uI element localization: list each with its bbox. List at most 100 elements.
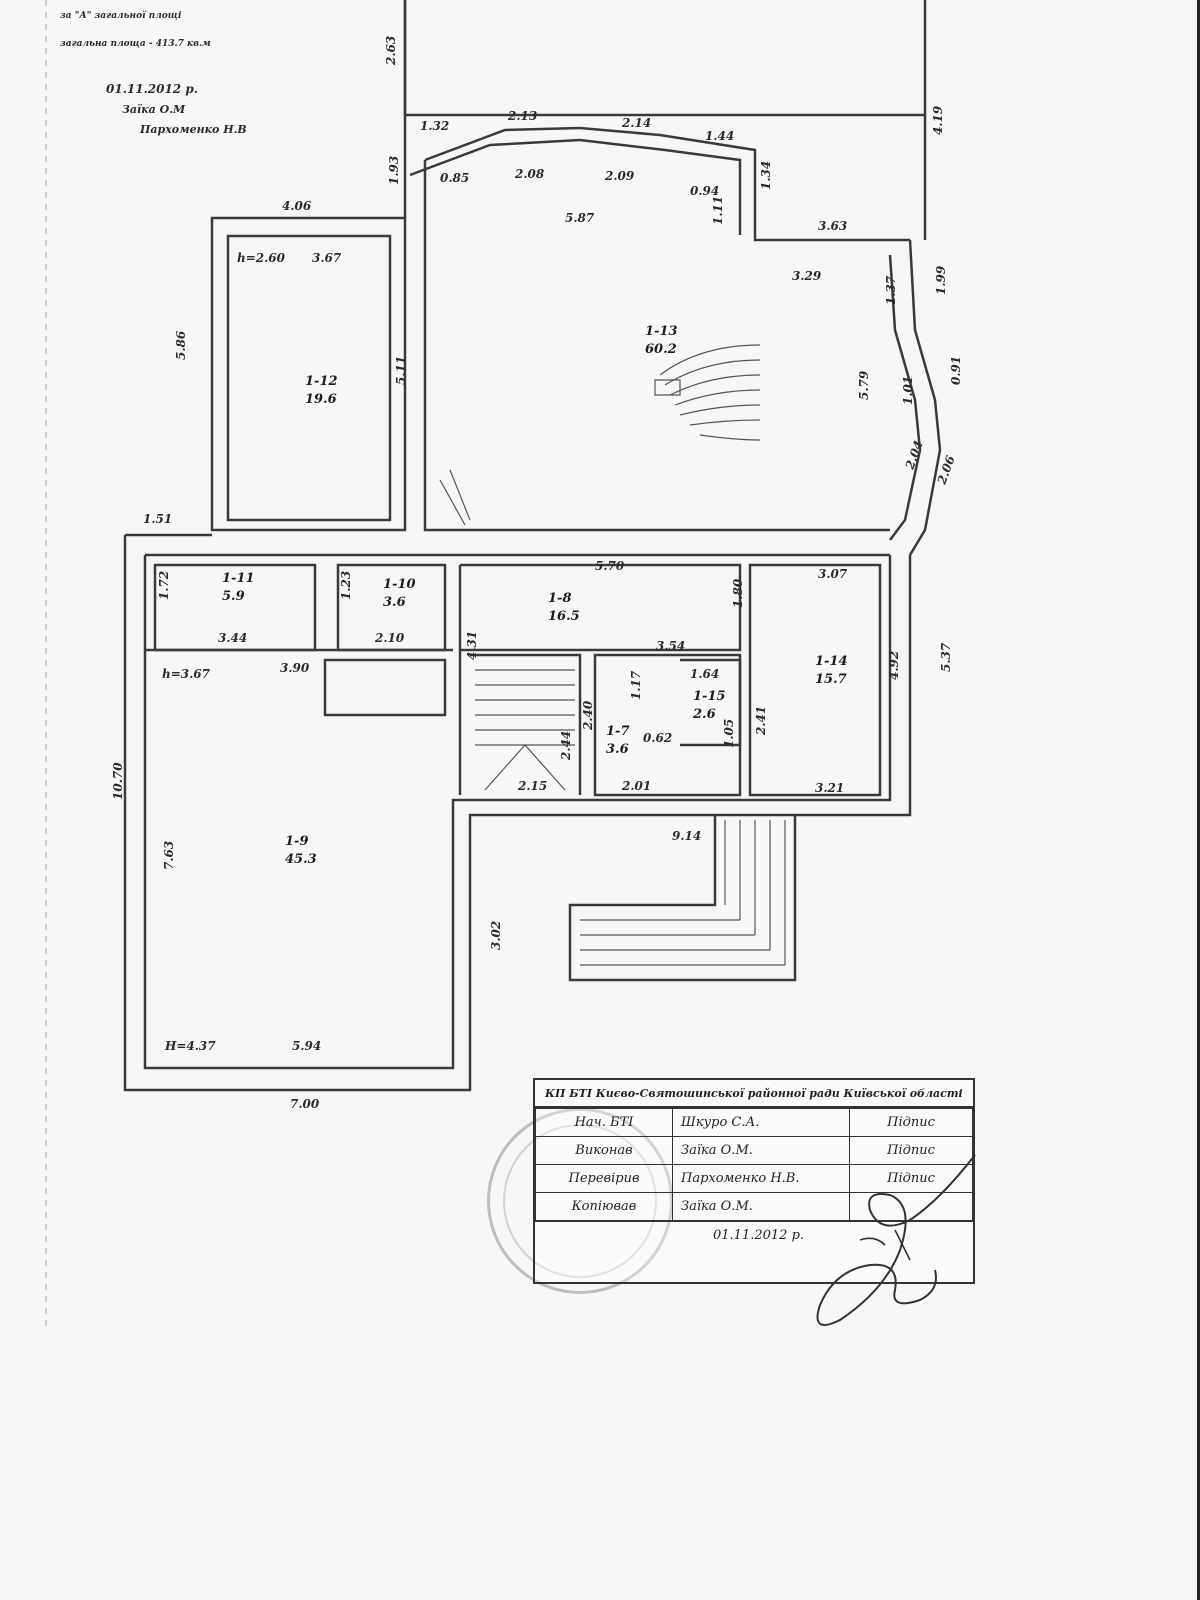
- room-area: 2.6: [692, 707, 716, 722]
- header-notes: за "А" загальної площі загальна площа - …: [60, 10, 247, 136]
- room-id: 1-11: [222, 571, 255, 586]
- table-row: Перевірив Пархоменко Н.В. Підпис: [535, 1164, 973, 1193]
- table-row: Нач. БТІ Шкуро С.А. Підпис: [535, 1108, 973, 1137]
- room-id: 1-8: [548, 591, 572, 606]
- dimension-label: 3.02: [489, 921, 503, 950]
- room-id: 1-7: [606, 724, 630, 739]
- name-cell: Пархоменко Н.В.: [672, 1164, 850, 1193]
- dimension-label: 3.07: [818, 567, 848, 581]
- name-cell: Шкуро С.А.: [672, 1108, 850, 1137]
- dimension-label: 5.37: [939, 642, 953, 672]
- dimension-labels: 2.63 1.32 2.13 2.14 1.44 4.19 1.93 0.85 2.08 2.09…: [111, 36, 963, 1111]
- room-area: 16.5: [548, 609, 580, 624]
- dimension-label: 3.29: [792, 269, 822, 283]
- dimension-label: 5.86: [174, 330, 188, 360]
- dimension-label: 1.05: [722, 719, 736, 748]
- title-block: КП БТІ Києво-Святошинської районної ради…: [533, 1078, 975, 1284]
- dimension-label: 5.94: [292, 1039, 321, 1053]
- dimension-label: 4.06: [282, 199, 312, 213]
- room-id: 1-10: [383, 577, 416, 592]
- dimension-label: 2.09: [604, 169, 635, 183]
- role-cell: Нач. БТІ: [535, 1108, 673, 1137]
- dimension-label: 2.10: [374, 631, 405, 645]
- dimension-label: 5.70: [595, 559, 625, 573]
- dimension-label: 0.91: [949, 356, 963, 385]
- dimension-label: 1.11: [711, 196, 725, 225]
- dimension-label: 2.40: [581, 700, 595, 731]
- dimension-label: 0.62: [643, 731, 672, 745]
- room-id: 1-12: [305, 374, 338, 389]
- dimension-label: 0.85: [440, 171, 469, 185]
- room-area: 5.9: [222, 589, 245, 604]
- title-block-header: КП БТІ Києво-Святошинської районної ради…: [535, 1080, 973, 1108]
- dimension-label: 10.70: [111, 762, 125, 800]
- dimension-label: 2.63: [384, 36, 398, 66]
- title-block-table: Нач. БТІ Шкуро С.А. Підпис Виконав Заїка…: [535, 1108, 973, 1221]
- name-cell: Заїка О.М.: [672, 1192, 850, 1221]
- signature: [816, 1154, 976, 1326]
- dimension-label: 2.44: [559, 731, 573, 761]
- stair-treads: [439, 344, 786, 966]
- dimension-label: 2.14: [621, 116, 651, 130]
- title-block-date: 01.11.2012 р.: [535, 1221, 973, 1253]
- header-name-1: Заїка О.М: [122, 103, 186, 116]
- sign-cell: Підпис: [849, 1108, 973, 1137]
- dimension-label: 5.11: [394, 356, 408, 385]
- table-row: Копіював Заїка О.М.: [535, 1192, 973, 1221]
- dimension-label: 1.99: [934, 265, 948, 295]
- dimension-label: 1.23: [339, 571, 353, 600]
- room-id: 1-15: [693, 689, 726, 704]
- room-area: 45.3: [285, 852, 317, 867]
- table-row: Виконав Заїка О.М. Підпис: [535, 1136, 973, 1165]
- dimension-label: 1.44: [705, 129, 734, 143]
- walls: [123, 0, 942, 1092]
- dimension-label: 1.93: [387, 156, 401, 185]
- room-id: 1-13: [645, 324, 678, 339]
- dimension-label: 3.67: [312, 251, 342, 265]
- room-id: 1-14: [815, 654, 848, 669]
- room-id: 1-9: [285, 834, 309, 849]
- room-area: 3.6: [606, 742, 629, 757]
- room-area: 15.7: [815, 672, 847, 687]
- dimension-label: 2.41: [754, 706, 768, 736]
- dimension-label: h=2.60: [237, 251, 286, 265]
- dimension-label: 1.37: [884, 275, 898, 305]
- dimension-label: 3.90: [280, 661, 310, 675]
- dimension-label: 1.01: [901, 376, 915, 405]
- dimension-label: 1.72: [157, 571, 171, 600]
- role-cell: Перевірив: [535, 1164, 673, 1193]
- dimension-label: 5.79: [857, 370, 871, 400]
- dimension-label: 1.64: [690, 667, 719, 681]
- dimension-label: 2.08: [514, 167, 545, 181]
- header-line-2: загальна площа - 413.7 кв.м: [60, 39, 211, 49]
- dimension-label: 1.51: [143, 512, 172, 526]
- dimension-label: 4.31: [465, 631, 479, 660]
- dimension-label: 3.21: [815, 781, 844, 795]
- role-cell: Копіював: [535, 1192, 673, 1221]
- sign-cell: Підпис: [849, 1164, 973, 1193]
- dimension-label: 0.94: [690, 184, 719, 198]
- dimension-label: 5.87: [565, 211, 595, 225]
- dimension-label: 4.19: [931, 105, 945, 135]
- role-cell: Виконав: [535, 1136, 673, 1165]
- dimension-label: 1.32: [420, 119, 449, 133]
- dimension-label: 4.92: [887, 651, 901, 680]
- dimension-label: 1.17: [629, 670, 643, 700]
- scan-artifact: [45, 0, 47, 1330]
- header-date: 01.11.2012 р.: [106, 82, 198, 96]
- dimension-label: 1.34: [759, 161, 773, 190]
- header-line-1: за "А" загальної площі: [60, 10, 182, 21]
- dimension-label: 2.04: [902, 439, 925, 472]
- room-area: 60.2: [645, 342, 677, 357]
- dimension-label: 3.44: [218, 631, 247, 645]
- dimension-label: 7.63: [162, 841, 176, 870]
- dimension-label: H=4.37: [164, 1039, 216, 1053]
- scan-edge: [1197, 0, 1200, 1600]
- dimension-label: 2.13: [507, 109, 537, 123]
- room-area: 3.6: [383, 595, 406, 610]
- dimension-label: 1.80: [731, 578, 745, 608]
- dimension-label: 9.14: [672, 829, 701, 843]
- dimension-label: 7.00: [290, 1097, 320, 1111]
